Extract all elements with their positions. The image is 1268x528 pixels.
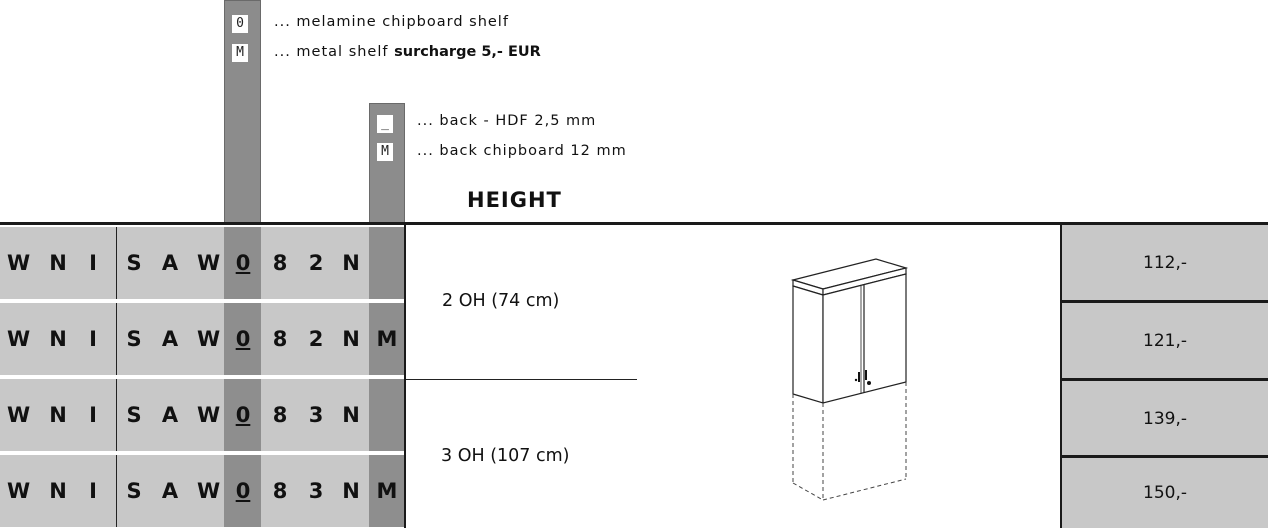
- code-divider: [116, 379, 117, 451]
- back-option-hdf: ... back - HDF 2,5 mm: [417, 113, 597, 129]
- back-column: [369, 227, 405, 299]
- height-label-3oh: 3 OH (107 cm): [441, 446, 570, 466]
- code-char: N: [49, 327, 67, 351]
- code-char: 2: [308, 251, 324, 275]
- shelf-code-char: 0: [235, 479, 251, 503]
- code-char: 8: [272, 403, 288, 427]
- back-code-char: M: [376, 327, 398, 351]
- shelf-code-char: 0: [235, 327, 251, 351]
- shelf-code-m: M: [232, 44, 248, 62]
- shelf-option-metal: ... metal shelf surcharge 5,- EUR: [274, 44, 541, 60]
- price-cell-2: 121,-: [1062, 303, 1268, 378]
- code-char: S: [126, 327, 142, 351]
- shelf-option-strip: [224, 0, 261, 225]
- metal-shelf-surcharge: surcharge 5,- EUR: [394, 44, 541, 60]
- code-char: W: [197, 479, 221, 503]
- code-char: N: [342, 403, 360, 427]
- code-char: W: [197, 403, 221, 427]
- shelf-option-metal-text: ... metal shelf: [274, 44, 395, 60]
- code-char: N: [342, 251, 360, 275]
- code-char: N: [342, 479, 360, 503]
- code-char: 3: [308, 403, 324, 427]
- code-char: S: [126, 251, 142, 275]
- shelf-code-char: 0: [235, 403, 251, 427]
- back-code-underscore: _: [377, 115, 393, 133]
- code-char: 8: [272, 327, 288, 351]
- code-divider: [116, 303, 117, 375]
- code-char: A: [161, 403, 179, 427]
- code-char: N: [49, 479, 67, 503]
- price-cell-1: 112,-: [1062, 225, 1268, 300]
- shelf-column: [224, 227, 261, 299]
- price-separator: [1062, 378, 1268, 381]
- price-separator: [1062, 300, 1268, 303]
- code-char: S: [126, 479, 142, 503]
- table-top-border: [0, 222, 1268, 225]
- price-cell-3: 139,-: [1062, 381, 1268, 456]
- code-char: W: [7, 403, 31, 427]
- code-divider: [116, 227, 117, 299]
- shelf-option-melamine-text: ... melamine chipboard shelf: [274, 14, 509, 30]
- shelf-column: [224, 455, 261, 527]
- shelf-column: [224, 303, 261, 375]
- code-char: 8: [272, 251, 288, 275]
- back-column: [369, 455, 405, 527]
- code-char: 8: [272, 479, 288, 503]
- back-code-m: M: [377, 143, 393, 161]
- code-row-1: W N I S A W 0 8 2 N: [0, 225, 406, 299]
- shelf-option-melamine: ... melamine chipboard shelf: [274, 14, 509, 30]
- two-door-cabinet-outline-icon: [790, 258, 909, 501]
- code-char: I: [89, 251, 97, 275]
- code-char: W: [7, 251, 31, 275]
- back-column: [369, 303, 405, 375]
- code-divider: [116, 455, 117, 527]
- code-char: A: [161, 251, 179, 275]
- code-row-3: W N I S A W 0 8 3 N: [0, 377, 406, 451]
- price-separator: [1062, 455, 1268, 458]
- code-char: N: [49, 251, 67, 275]
- back-code-char: M: [376, 479, 398, 503]
- table-divider-left: [404, 224, 406, 528]
- table-divider-right: [1060, 224, 1062, 528]
- height-heading: HEIGHT: [467, 188, 562, 212]
- height-area: [405, 225, 1060, 528]
- shelf-code-char: 0: [235, 251, 251, 275]
- height-label-2oh: 2 OH (74 cm): [442, 291, 560, 311]
- code-char: W: [7, 327, 31, 351]
- price-cell-4: 150,-: [1062, 458, 1268, 528]
- code-row-2: W N I S A W 0 8 2 N M: [0, 301, 406, 375]
- code-char: W: [197, 251, 221, 275]
- back-column: [369, 379, 405, 451]
- code-char: N: [342, 327, 360, 351]
- back-option-chipboard: ... back chipboard 12 mm: [417, 143, 627, 159]
- code-char: 2: [308, 327, 324, 351]
- code-char: I: [89, 327, 97, 351]
- code-row-4: W N I S A W 0 8 3 N M: [0, 453, 406, 527]
- code-char: A: [161, 327, 179, 351]
- code-char: W: [197, 327, 221, 351]
- code-char: S: [126, 403, 142, 427]
- shelf-column: [224, 379, 261, 451]
- code-char: A: [161, 479, 179, 503]
- code-char: W: [7, 479, 31, 503]
- code-char: 3: [308, 479, 324, 503]
- height-separator: [405, 379, 637, 380]
- code-char: I: [89, 479, 97, 503]
- code-char: N: [49, 403, 67, 427]
- shelf-code-0: 0: [232, 15, 248, 33]
- code-char: I: [89, 403, 97, 427]
